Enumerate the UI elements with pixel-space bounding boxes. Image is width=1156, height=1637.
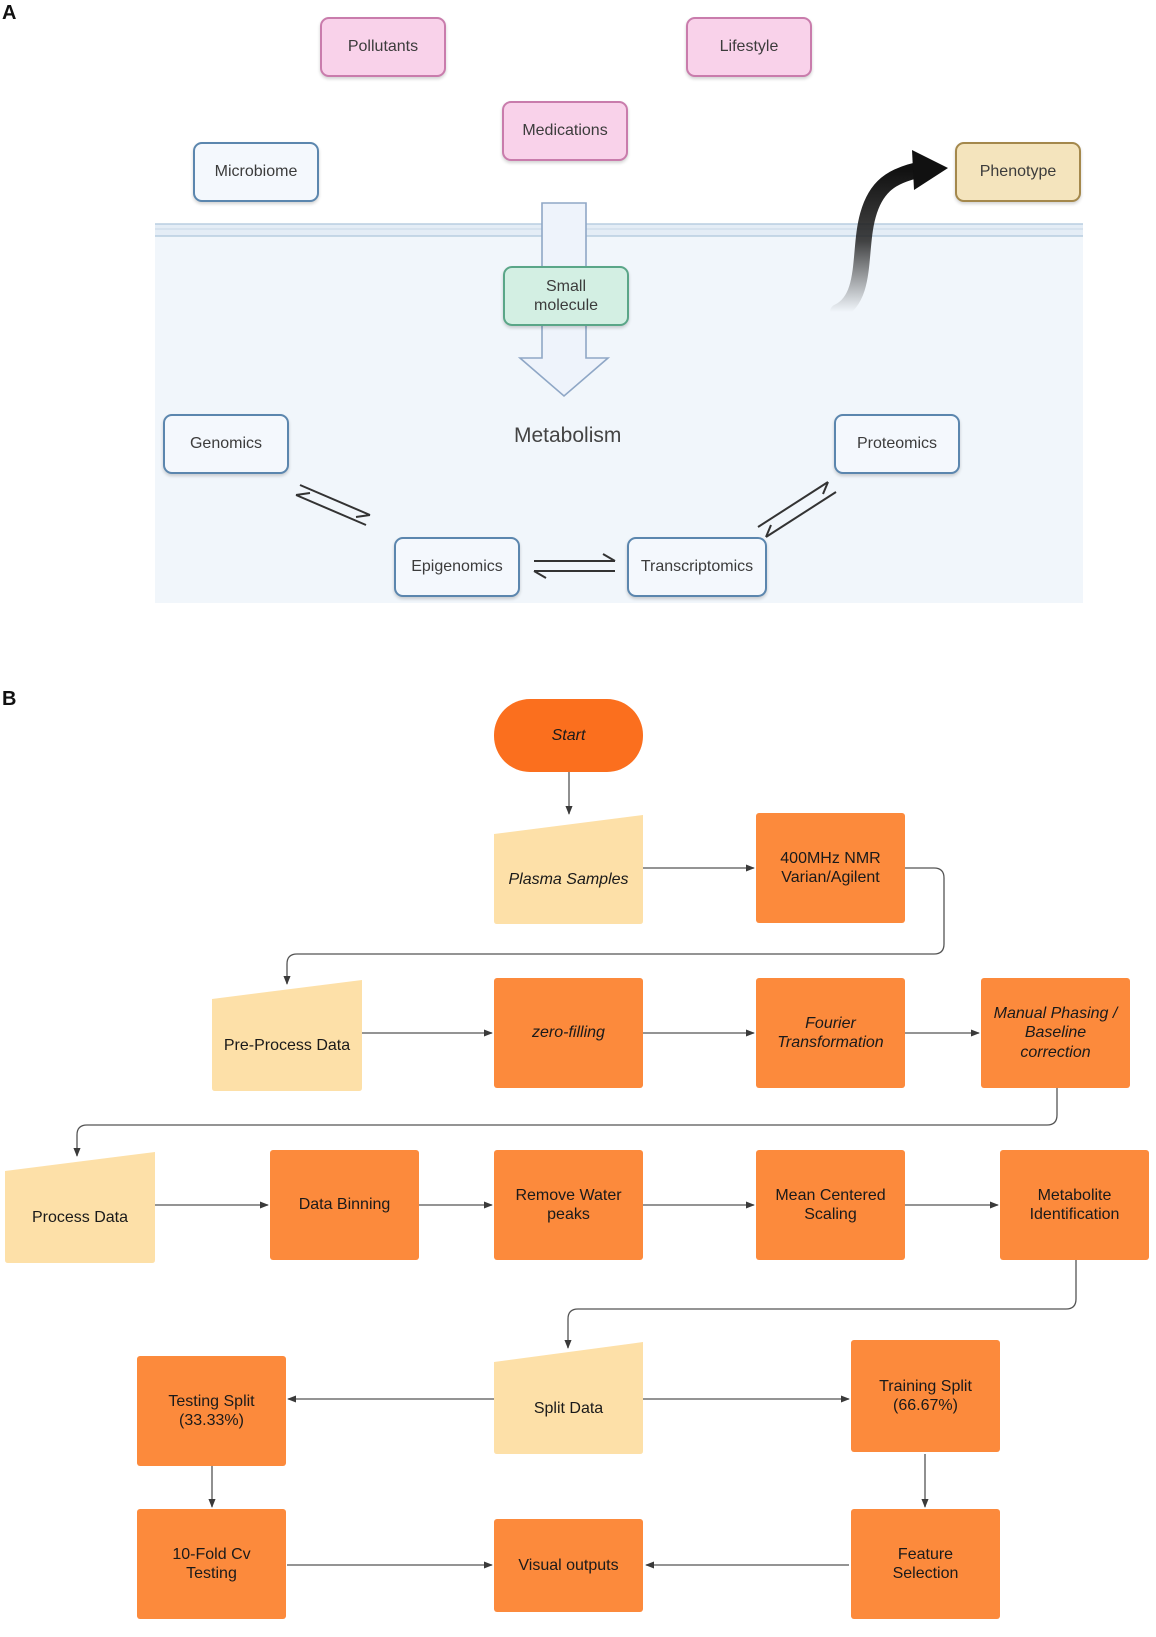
phenotype-curve-arrow [830,162,926,320]
fourier-transformation-node: Fourier Transformation [756,978,905,1088]
panel-a-label: A [2,2,17,24]
testing-split-node: Testing Split (33.33%) [137,1356,286,1466]
metabolite-identification-node: Metabolite Identification [1000,1150,1149,1260]
start-node: Start [494,699,643,772]
microbiome-node: Microbiome [193,142,319,202]
data-binning-node: Data Binning [270,1150,419,1260]
pollutants-node: Pollutants [320,17,446,77]
genomics-node: Genomics [163,414,289,474]
phenotype-node: Phenotype [955,142,1081,202]
metabolism-label: Metabolism [514,424,622,447]
split-data-node: Split Data [533,1399,604,1417]
small-molecule-node: Small molecule [503,266,629,326]
lifestyle-node: Lifestyle [686,17,812,77]
zero-filling-node: zero-filling [494,978,643,1088]
pre-process-shape [212,980,362,1091]
split-data-shape [494,1342,643,1454]
medications-node: Medications [502,101,628,161]
manual-phasing-node: Manual Phasing / Baseline correction [981,978,1130,1088]
process-data-node: Process Data [31,1208,129,1226]
epigenomics-node: Epigenomics [394,537,520,597]
training-split-node: Training Split (66.67%) [851,1340,1000,1452]
plasma-samples-node: Plasma Samples [508,871,629,888]
cv-testing-node: 10-Fold Cv Testing [137,1509,286,1619]
equilibrium-transcriptomics-proteomics [757,481,837,538]
process-data-shape [5,1152,155,1263]
equilibrium-epigenomics-transcriptomics [533,553,616,579]
proteomics-node: Proteomics [834,414,960,474]
pre-process-data-node: Pre-Process Data [223,1036,351,1054]
membrane [155,224,1083,236]
remove-water-peaks-node: Remove Water peaks [494,1150,643,1260]
plasma-samples-shape [494,815,643,924]
mean-centered-scaling-node: Mean Centered Scaling [756,1150,905,1260]
flow-connectors [73,772,1077,1569]
equilibrium-genomics-epigenomics [295,484,371,526]
feature-selection-node: Feature Selection [851,1509,1000,1619]
visual-outputs-node: Visual outputs [494,1519,643,1612]
panel-b-label: B [2,688,17,710]
nmr-node: 400MHz NMR Varian/Agilent [756,813,905,923]
transcriptomics-node: Transcriptomics [627,537,767,597]
